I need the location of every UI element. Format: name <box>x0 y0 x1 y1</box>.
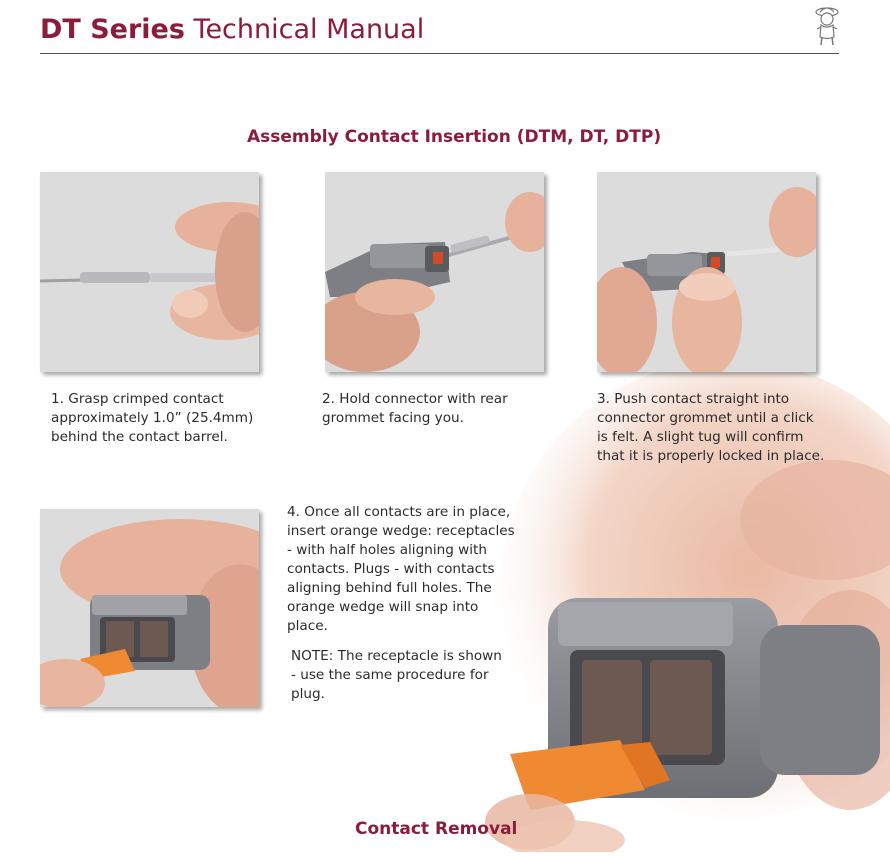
section-heading-insertion: Assembly Contact Insertion (DTM, DT, DTP… <box>247 127 662 147</box>
hero-wedge-photo <box>470 360 890 856</box>
section-heading-removal: Contact Removal <box>355 819 518 839</box>
page-title-rest: Technical Manual <box>184 14 425 45</box>
header-divider <box>40 53 839 54</box>
page-title-series: DT Series <box>40 14 185 45</box>
connector-grommet-photo <box>325 172 544 372</box>
crimped-contact-photo <box>40 172 259 372</box>
step-1-caption: 1. Grasp crimped contact approximately 1… <box>51 391 254 445</box>
push-contact-photo <box>597 172 816 372</box>
step-2-caption: 2. Hold connector with rear grommet faci… <box>322 391 508 426</box>
note-text: NOTE: The receptacle is shown - use the … <box>291 648 502 702</box>
mascot-logo-icon <box>812 3 842 47</box>
page-title: DT Series Technical Manual <box>40 14 424 45</box>
orange-wedge-photo <box>40 509 259 707</box>
step-3-caption: 3. Push contact straight into connector … <box>597 391 825 464</box>
step-4-caption: 4. Once all contacts are in place, inser… <box>287 504 515 634</box>
